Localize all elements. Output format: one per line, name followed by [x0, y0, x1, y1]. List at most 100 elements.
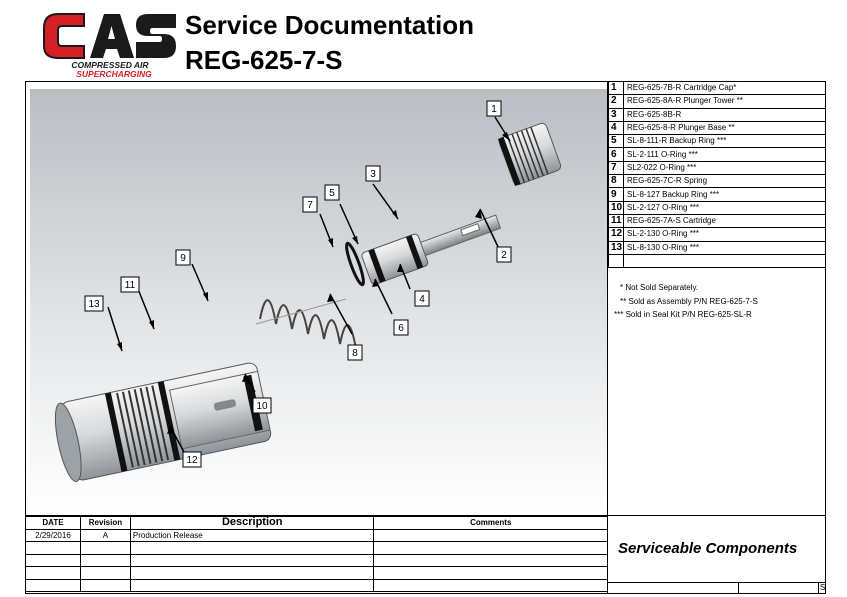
header-comments: Comments — [373, 516, 608, 530]
part-number-cell: 4 — [608, 120, 624, 136]
svg-text:9: 9 — [180, 253, 186, 264]
svg-text:8: 8 — [352, 348, 358, 359]
header-date: DATE — [25, 516, 81, 530]
part-description-cell: SL-8-127 Backup Ring *** — [623, 187, 826, 202]
assembly-part-number: REG-625-7-S — [185, 45, 343, 75]
callout-8: 8 — [347, 344, 363, 361]
revision-letter: A — [79, 528, 131, 542]
callout-13: 13 — [84, 295, 104, 312]
header-description: Description — [129, 516, 375, 530]
revision-row-empty — [25, 578, 608, 592]
part-number-cell: 13 — [608, 240, 624, 255]
part-number-cell: 3 — [608, 107, 624, 122]
revision-row: 2/29/2016 A Production Release — [25, 528, 608, 542]
part-description-cell: SL-8-111-R Backup Ring *** — [623, 134, 826, 149]
svg-text:5: 5 — [329, 188, 335, 199]
exploded-view-drawing: 1 2 3 4 5 6 7 8 9 10 11 12 13 — [30, 89, 607, 510]
part-description-cell: SL-2-127 O-Ring *** — [623, 200, 826, 215]
callout-12: 12 — [182, 451, 202, 468]
title-block-divider — [25, 515, 826, 516]
part-number-cell: 10 — [608, 200, 624, 215]
cas-logo: COMPRESSED AIR SUPERCHARGING — [43, 13, 176, 79]
part-description-cell: SL-2-111 O-Ring *** — [623, 147, 826, 162]
title-block-cell-divider — [738, 582, 739, 594]
callout-4: 4 — [414, 290, 430, 307]
revision-header-row: DATE Revision Description Comments — [25, 516, 608, 530]
logo-tagline-1: COMPRESSED AIR — [71, 60, 149, 70]
note-not-sold: * Not Sold Separately. — [620, 283, 699, 292]
part-number-cell — [608, 253, 624, 268]
drawing-frame — [25, 81, 826, 594]
svg-text:4: 4 — [419, 294, 425, 305]
revision-row-empty — [25, 566, 608, 580]
part-description-cell: SL2-022 O-Ring *** — [623, 160, 826, 176]
logo-tagline-2: SUPERCHARGING — [76, 69, 152, 79]
part-number-cell: 1 — [608, 80, 624, 96]
svg-text:1: 1 — [491, 104, 497, 115]
title-block-cell-divider — [818, 582, 819, 594]
svg-text:11: 11 — [125, 280, 136, 291]
svg-text:6: 6 — [398, 323, 404, 334]
part-number-cell: 9 — [608, 187, 624, 202]
callout-9: 9 — [175, 249, 191, 266]
parts-list-row-empty — [608, 253, 826, 268]
callout-5: 5 — [324, 184, 340, 201]
part-description-cell: SL-8-130 O-Ring *** — [623, 240, 826, 255]
part-description-cell: REG-625-8-R Plunger Base ** — [623, 120, 826, 136]
part-description-cell: SL-2-130 O-Ring *** — [623, 227, 826, 242]
revision-date: 2/29/2016 — [25, 528, 81, 542]
revision-table: DATE Revision Description Comments 2/29/… — [25, 516, 608, 592]
callout-11: 11 — [120, 276, 140, 293]
part-description-cell: REG-625-7A-S Cartridge — [623, 213, 826, 229]
header-revision: Revision — [79, 516, 131, 530]
note-assembly: ** Sold as Assembly P/N REG-625-7-S — [620, 296, 758, 306]
revision-row-empty — [25, 553, 608, 567]
part-number-cell: 6 — [608, 147, 624, 162]
part-number-cell: 2 — [608, 94, 624, 109]
sheet-corner-label: S — [820, 583, 826, 592]
svg-text:13: 13 — [88, 299, 100, 310]
part-number-cell: 11 — [608, 213, 624, 229]
callout-3: 3 — [365, 165, 381, 182]
callout-7: 7 — [302, 196, 318, 213]
part-description-cell: REG-625-8A-R Plunger Tower ** — [623, 94, 826, 109]
title-block-bottom-line — [608, 582, 826, 583]
revision-row-empty — [25, 541, 608, 555]
part-number-cell: 8 — [608, 174, 624, 189]
svg-text:2: 2 — [501, 250, 507, 261]
part-description-cell: REG-625-7B-R Cartridge Cap* — [623, 80, 826, 96]
callout-6: 6 — [393, 319, 409, 336]
part-number-cell: 12 — [608, 227, 624, 242]
part-number-cell: 5 — [608, 134, 624, 149]
svg-text:3: 3 — [370, 169, 376, 180]
part-description-cell: REG-625-8B-R — [623, 107, 826, 122]
part-description-cell: REG-625-7C-R Spring — [623, 174, 826, 189]
callout-2: 2 — [496, 246, 512, 263]
svg-text:10: 10 — [256, 401, 268, 412]
revision-description: Production Release — [129, 528, 375, 542]
part-description-cell — [623, 253, 826, 268]
revision-comments — [373, 528, 608, 542]
notes-block: * Not Sold Separately. ** Sold as Assemb… — [614, 281, 758, 322]
serviceable-components-title: Serviceable Components — [618, 540, 798, 557]
svg-text:7: 7 — [307, 200, 313, 211]
document-title: Service Documentation — [185, 10, 474, 40]
column-divider — [607, 81, 608, 594]
note-seal-kit: *** Sold in Seal Kit P/N REG-625-SL-R — [614, 310, 752, 319]
callout-10: 10 — [252, 397, 272, 414]
